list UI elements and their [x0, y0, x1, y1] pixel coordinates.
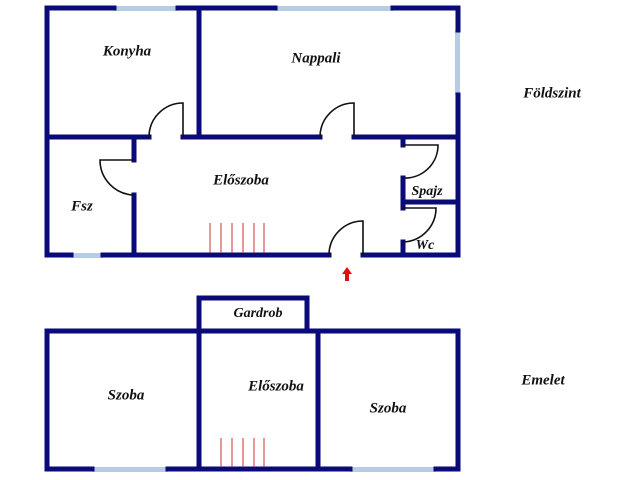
upper-floor-plan — [44, 295, 461, 472]
door-konyha — [148, 102, 184, 138]
floor-label-foldszint: Földszint — [523, 85, 581, 102]
room-label-fsz: Fsz — [71, 198, 93, 215]
windows — [71, 6, 460, 258]
room-label-gardrob: Gardrob — [233, 306, 283, 321]
room-label-eloszoba-ground: Előszoba — [213, 172, 269, 189]
door-spajz — [402, 144, 439, 179]
room-label-szoba-right: Szoba — [369, 400, 407, 417]
room-label-wc: Wc — [415, 238, 435, 253]
room-label-nappali: Nappali — [291, 50, 341, 67]
stairs-icon — [209, 223, 265, 253]
up-arrow-icon — [342, 267, 352, 281]
room-label-konyha: Konyha — [102, 43, 152, 60]
walls — [44, 5, 461, 258]
walls — [44, 295, 461, 472]
door-entrance — [328, 220, 364, 256]
door-fsz — [99, 159, 135, 196]
room-label-szoba-left: Szoba — [107, 387, 145, 404]
room-label-eloszoba-upper: Előszoba — [248, 378, 304, 395]
door-wc — [402, 207, 437, 243]
windows — [92, 467, 436, 472]
doors — [99, 102, 439, 256]
door-nappali — [319, 102, 355, 138]
room-label-spajz: Spajz — [411, 184, 443, 199]
ground-floor-plan — [44, 5, 461, 281]
floor-label-emelet: Emelet — [521, 372, 565, 389]
stairs-icon — [220, 438, 265, 467]
